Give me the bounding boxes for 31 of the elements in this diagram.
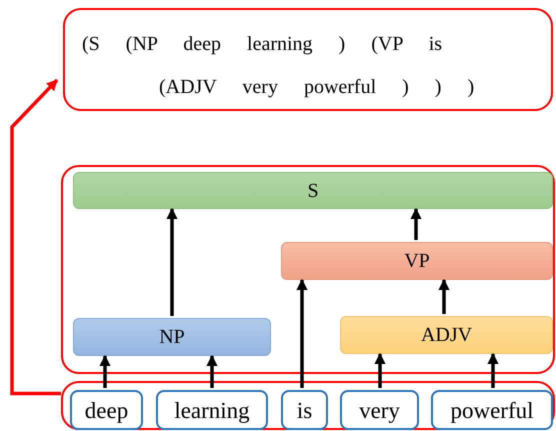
- arrow: [206, 354, 218, 388]
- phrase-box: [281, 242, 553, 280]
- word-label: very: [359, 398, 400, 422]
- word-label: deep: [84, 398, 128, 422]
- phrase-label: S: [307, 178, 319, 204]
- phrase-box: [73, 318, 271, 356]
- word-label: learning: [174, 398, 250, 422]
- word-box: [281, 390, 328, 430]
- phrase-label: VP: [404, 249, 430, 274]
- phrase-label: ADJV: [420, 323, 472, 348]
- group-frame: [61, 381, 555, 430]
- group-frame: [61, 165, 555, 374]
- arrow: [10, 78, 61, 396]
- arrow: [487, 352, 499, 388]
- bracket-box: [63, 8, 553, 111]
- arrow: [99, 354, 111, 388]
- phrase-box: [73, 172, 553, 209]
- phrase-box: [340, 316, 553, 354]
- word-box: [156, 390, 268, 430]
- arrow: [374, 352, 386, 388]
- word-label: powerful: [450, 398, 534, 422]
- arrow: [410, 208, 422, 240]
- word-label: is: [296, 398, 312, 422]
- word-box: [431, 390, 553, 430]
- word-box: [70, 390, 143, 430]
- phrase-label: NP: [159, 325, 185, 350]
- bracketed-parse: (S (NP deep learning ) (VP is (ADJV very powerful ) ) ): [81, 32, 476, 100]
- arrow: [438, 278, 450, 314]
- arrow: [166, 208, 178, 316]
- arrow: [296, 278, 308, 388]
- word-box: [340, 390, 419, 430]
